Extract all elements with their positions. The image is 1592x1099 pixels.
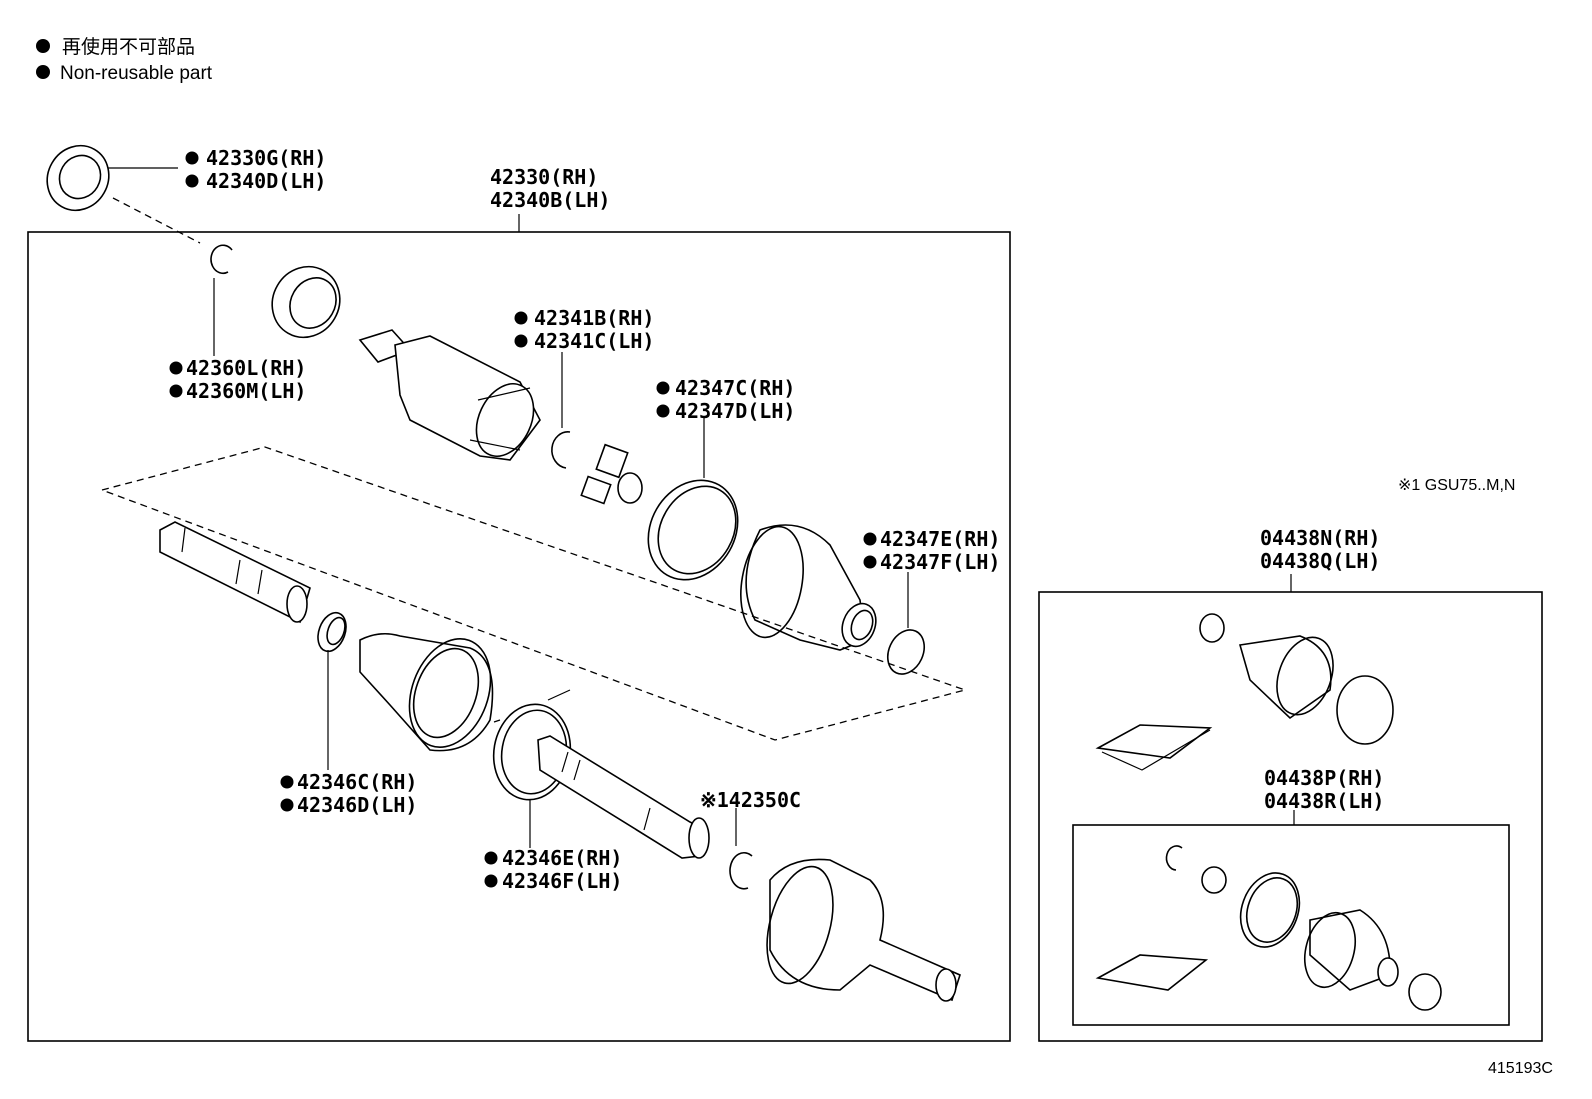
subassembly-outline bbox=[99, 446, 968, 741]
assembly-label-lh[interactable]: 42340B(LH) bbox=[490, 188, 610, 212]
assembly-label-rh[interactable]: 42330(RH) bbox=[490, 165, 598, 189]
inner-joint-housing-part[interactable] bbox=[358, 329, 545, 465]
boot-clamp-2-part[interactable] bbox=[881, 624, 931, 680]
boot-clamp-3-label-lh[interactable]: 42346D(LH) bbox=[297, 793, 417, 817]
kit-inner-box bbox=[1072, 824, 1510, 1026]
boot-clamp-3-part[interactable] bbox=[313, 609, 351, 655]
legend-bullet-icon bbox=[36, 65, 50, 79]
kit-inner-contents[interactable] bbox=[1095, 845, 1442, 1011]
snap-ring-2-label-lh[interactable]: 42341C(LH) bbox=[534, 329, 654, 353]
footnote: ※1 GSU75..M,N bbox=[1398, 477, 1515, 494]
boot-clamp-1-label-rh[interactable]: 42347C(RH) bbox=[675, 376, 795, 400]
boot-clamp-2-label-rh[interactable]: 42347E(RH) bbox=[880, 527, 1000, 551]
oil-seal-label-rh[interactable]: 42330G(RH) bbox=[206, 146, 326, 170]
snap-ring-2-label-rh[interactable]: 42341B(RH) bbox=[534, 306, 654, 330]
snap-ring-label-rh[interactable]: 42360L(RH) bbox=[186, 356, 306, 380]
boot-clamp-2-label-lh[interactable]: 42347F(LH) bbox=[880, 550, 1000, 574]
boot-clamp-4-label-rh[interactable]: 42346E(RH) bbox=[502, 846, 622, 870]
kit-inner-label-rh[interactable]: 04438P(RH) bbox=[1264, 766, 1384, 790]
legend-en: Non-reusable part bbox=[60, 63, 213, 84]
dust-seal-part[interactable] bbox=[259, 254, 352, 349]
snap-ring-part[interactable] bbox=[210, 244, 233, 275]
kit-boot-contents[interactable] bbox=[1095, 613, 1394, 771]
legend-jp: 再使用不可部品 bbox=[62, 36, 195, 58]
outer-boot-part[interactable] bbox=[359, 627, 505, 758]
shaft-part[interactable] bbox=[159, 521, 311, 624]
kit-boot-label-lh[interactable]: 04438Q(LH) bbox=[1260, 549, 1380, 573]
center-shaft-part[interactable] bbox=[537, 735, 710, 859]
snap-ring-label-lh[interactable]: 42360M(LH) bbox=[186, 379, 306, 403]
inner-boot-part[interactable] bbox=[733, 522, 882, 652]
boot-clamp-3-label-rh[interactable]: 42346C(RH) bbox=[297, 770, 417, 794]
outer-joint-part[interactable] bbox=[755, 858, 961, 1002]
legend-bullet-icon bbox=[36, 39, 50, 53]
outer-snap-ring-part[interactable] bbox=[729, 851, 753, 890]
kit-inner-label-lh[interactable]: 04438R(LH) bbox=[1264, 789, 1384, 813]
kit-boot-label-rh[interactable]: 04438N(RH) bbox=[1260, 526, 1380, 550]
tripod-part[interactable] bbox=[580, 443, 643, 505]
boot-clamp-1-label-lh[interactable]: 42347D(LH) bbox=[675, 399, 795, 423]
boot-clamp-4-label-lh[interactable]: 42346F(LH) bbox=[502, 869, 622, 893]
oil-seal-part[interactable] bbox=[36, 134, 121, 221]
diagram-code: 415193C bbox=[1488, 1060, 1553, 1077]
outer-joint-label[interactable]: ※142350C bbox=[700, 788, 801, 812]
boot-clamp-1-part[interactable] bbox=[631, 464, 756, 596]
oil-seal-label-lh[interactable]: 42340D(LH) bbox=[206, 169, 326, 193]
snap-ring-2-part[interactable] bbox=[551, 431, 571, 469]
